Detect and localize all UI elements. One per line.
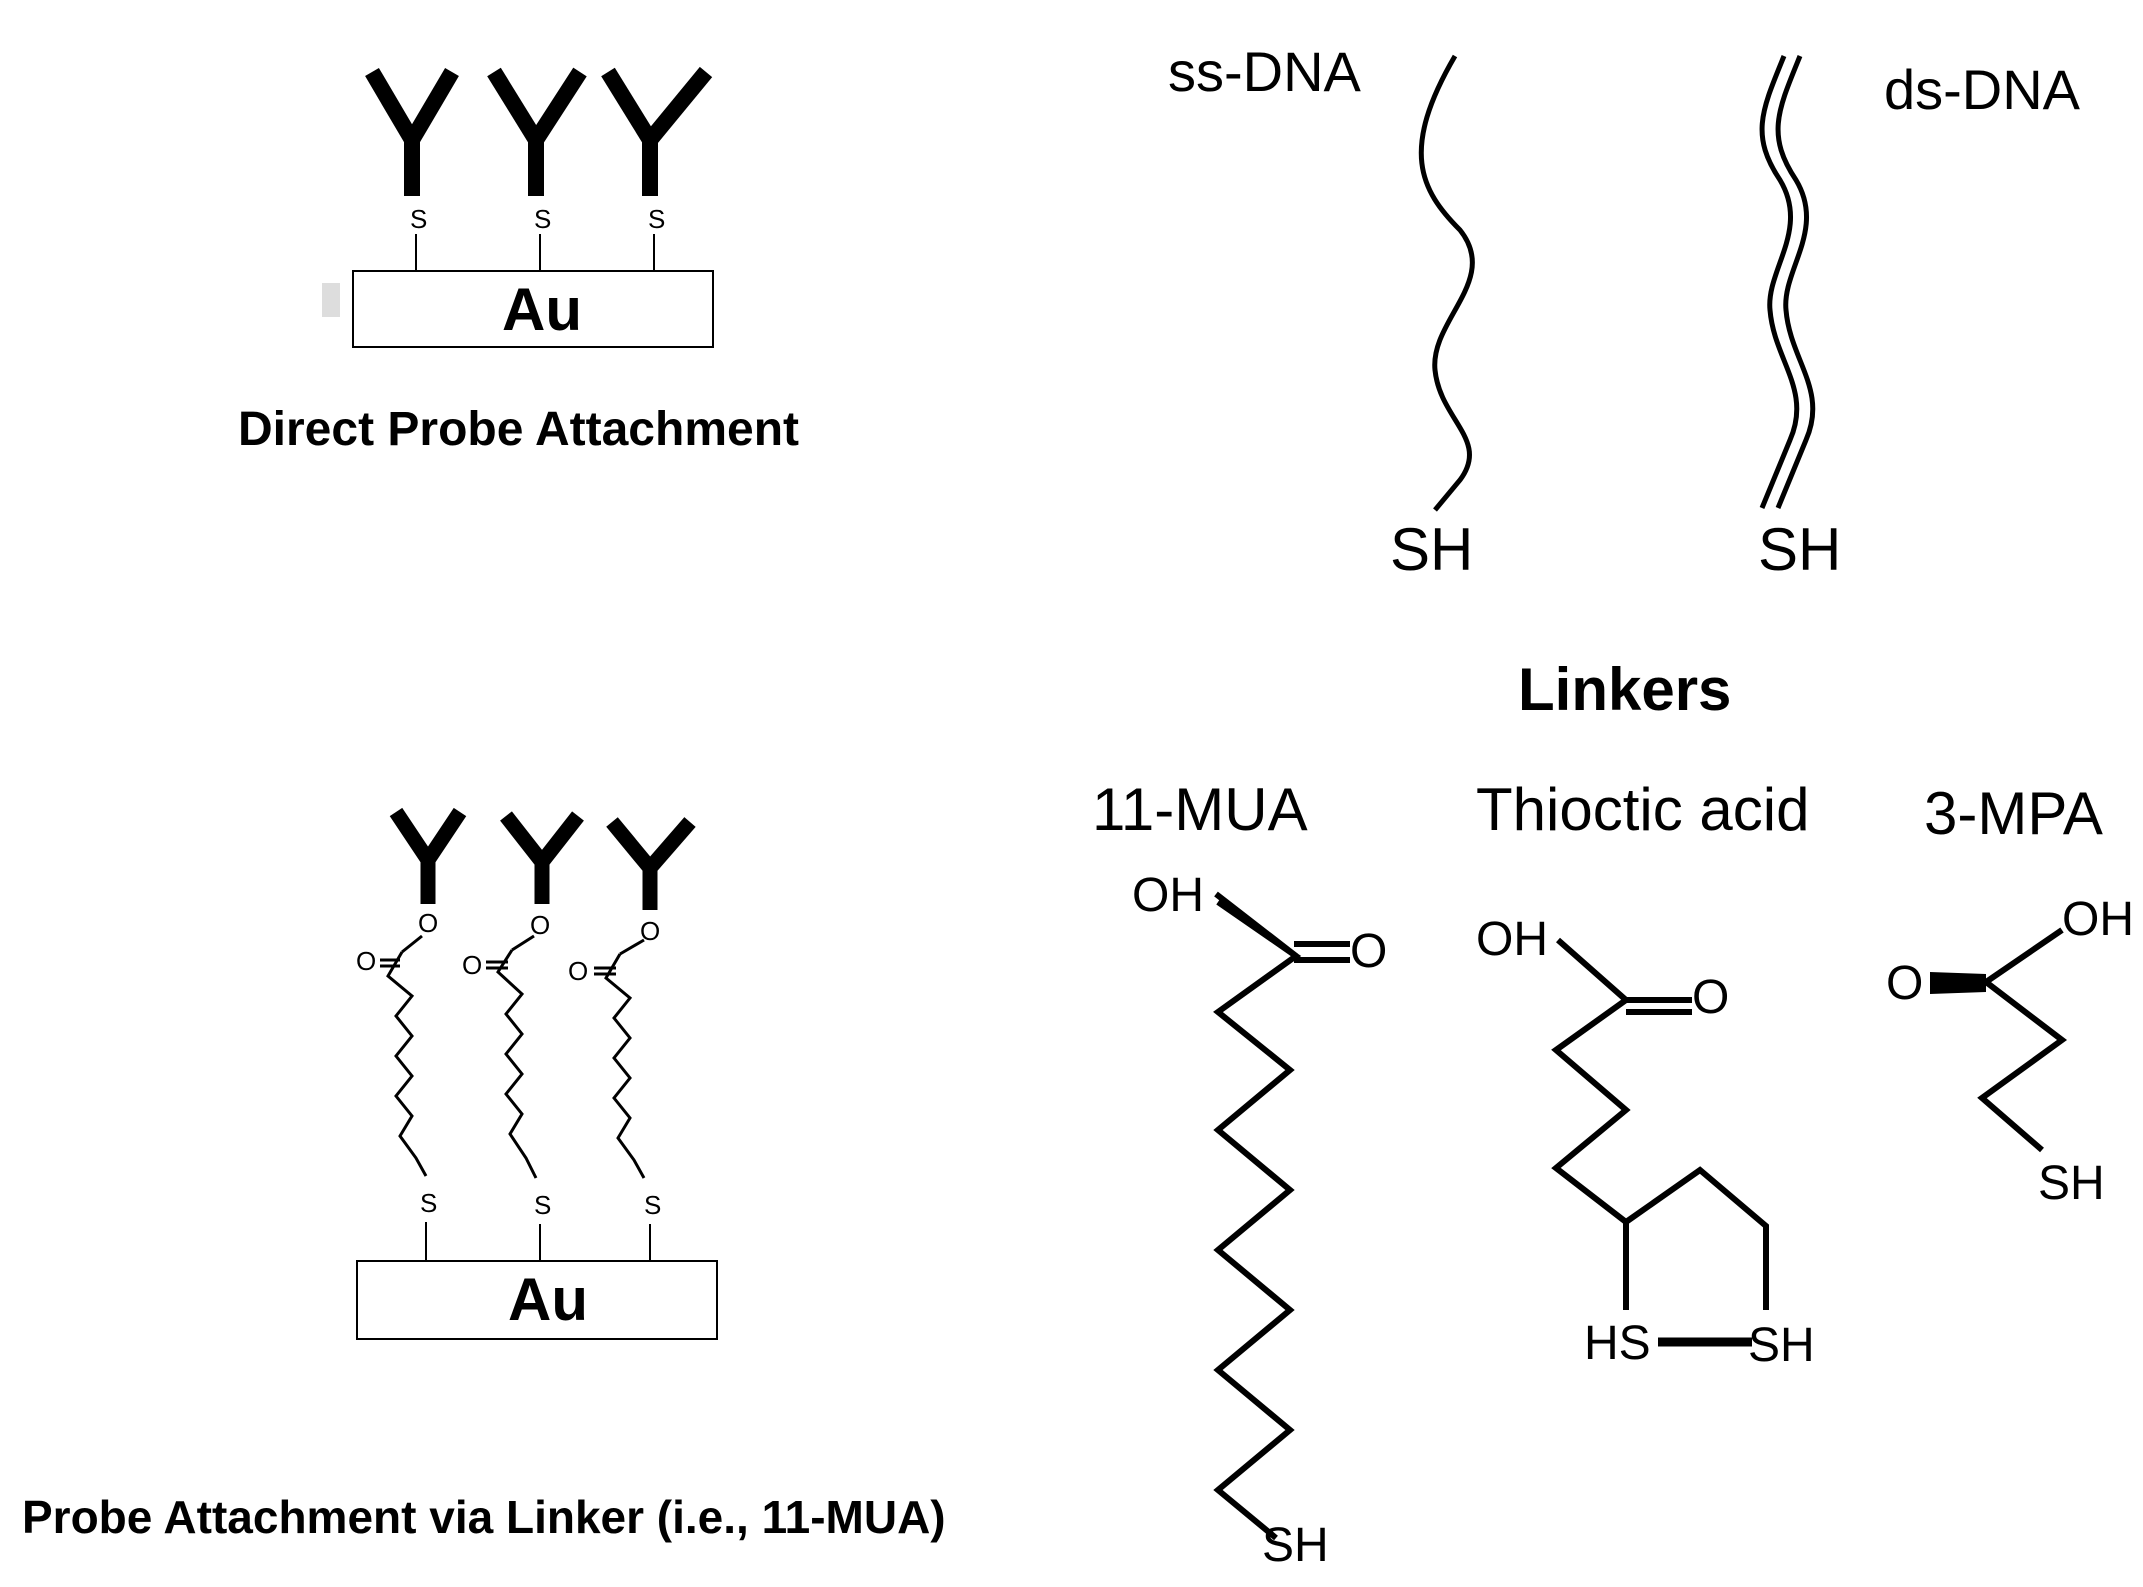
thioctic-carboxyl-bonds	[1626, 997, 1692, 1015]
ds-dna-label: ds-DNA	[1884, 58, 2081, 121]
linker-carbonyl-o-1: O	[356, 946, 377, 976]
direct-thiol-bonds	[415, 234, 655, 270]
mpa-oh: OH	[2062, 893, 2134, 946]
mpa-sh: SH	[2038, 1157, 2105, 1210]
linker-carbonyl-o-3: O	[568, 956, 589, 986]
linker-ester-o-1: O	[418, 908, 439, 938]
linker-sulfur-label-1: S	[420, 1188, 438, 1218]
direct-antibody-1	[365, 67, 459, 196]
mpa-carbonyl-wedge	[1930, 972, 1986, 994]
direct-au-surface: Au	[352, 270, 714, 348]
mua-o: O	[1350, 925, 1388, 978]
linker-sulfur-label-3: S	[644, 1190, 662, 1220]
linker-carboxyl-bonds	[380, 934, 645, 976]
thioctic-hs: HS	[1584, 1317, 1651, 1370]
direct-sulfur-label-2: S	[534, 204, 552, 234]
mua-skeleton	[1213, 899, 1302, 1541]
direct-antibody-3	[601, 66, 713, 196]
direct-caption: Direct Probe Attachment	[238, 403, 799, 456]
direct-au-label: Au	[502, 276, 582, 343]
linker-carbonyl-o-2: O	[462, 950, 483, 980]
ds-dna-strands	[1759, 55, 1816, 509]
thioctic-name: Thioctic acid	[1476, 776, 1810, 843]
linker-caption: Probe Attachment via Linker (i.e., 11-MU…	[22, 1491, 946, 1543]
mua-name: 11-MUA	[1092, 776, 1308, 843]
mua-oh: OH	[1132, 869, 1204, 922]
ss-dna-thiol: SH	[1390, 516, 1474, 583]
linker-ester-o-3: O	[640, 916, 661, 946]
direct-sulfur-label-3: S	[648, 204, 666, 234]
direct-antibody-2	[487, 67, 587, 196]
thioctic-oh: OH	[1476, 913, 1548, 966]
mua-carboxyl-bonds	[1214, 891, 1350, 963]
linker-antibody-2	[500, 811, 584, 904]
direct-faint-mark	[322, 283, 340, 317]
linker-au-label: Au	[508, 1266, 588, 1333]
linker-chain-3	[604, 953, 646, 1179]
ss-dna-strand	[1418, 54, 1475, 512]
mpa-name: 3-MPA	[1924, 780, 2103, 847]
linker-chains	[386, 949, 646, 1179]
linker-antibody-1	[389, 807, 467, 904]
mpa-o: O	[1886, 957, 1924, 1010]
direct-sulfur-label-1: S	[410, 204, 428, 234]
thioctic-o: O	[1692, 971, 1730, 1024]
linker-au-surface: Au	[356, 1260, 718, 1340]
ss-dna-label: ss-DNA	[1168, 40, 1361, 103]
linker-ester-o-2: O	[530, 910, 551, 940]
linker-antibody-3	[606, 817, 696, 910]
thioctic-sh: SH	[1748, 1319, 1815, 1372]
mpa-skeleton	[1977, 927, 2068, 1153]
ds-dna-thiol: SH	[1758, 516, 1842, 583]
linkers-title: Linkers	[1518, 656, 1732, 723]
mua-sh: SH	[1262, 1519, 1329, 1572]
linker-sulfur-label-2: S	[534, 1190, 552, 1220]
linker-chain-1	[386, 951, 428, 1177]
linker-chain-2	[496, 949, 538, 1179]
linker-thiol-bonds	[425, 1222, 651, 1260]
thioctic-skeleton	[1551, 937, 1769, 1310]
